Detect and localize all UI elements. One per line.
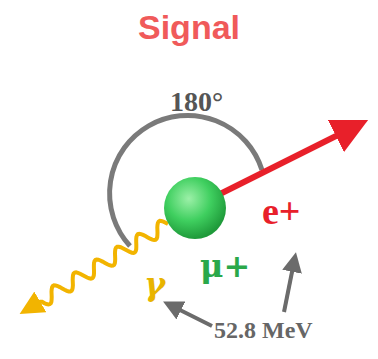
positron-arrow	[212, 128, 352, 198]
energy-pointer	[284, 262, 294, 312]
particle-label: μ+	[200, 250, 250, 282]
energy-label: 52.8 MeV	[214, 318, 313, 342]
angle-label: 180°	[170, 88, 223, 116]
photon-wave	[30, 221, 168, 308]
particle-label: e+	[262, 192, 301, 230]
particle-label: γ	[144, 268, 165, 300]
title: Signal	[138, 10, 240, 44]
energy-pointer	[172, 306, 212, 326]
muon-ball	[164, 177, 226, 239]
angle-arc	[110, 115, 262, 246]
